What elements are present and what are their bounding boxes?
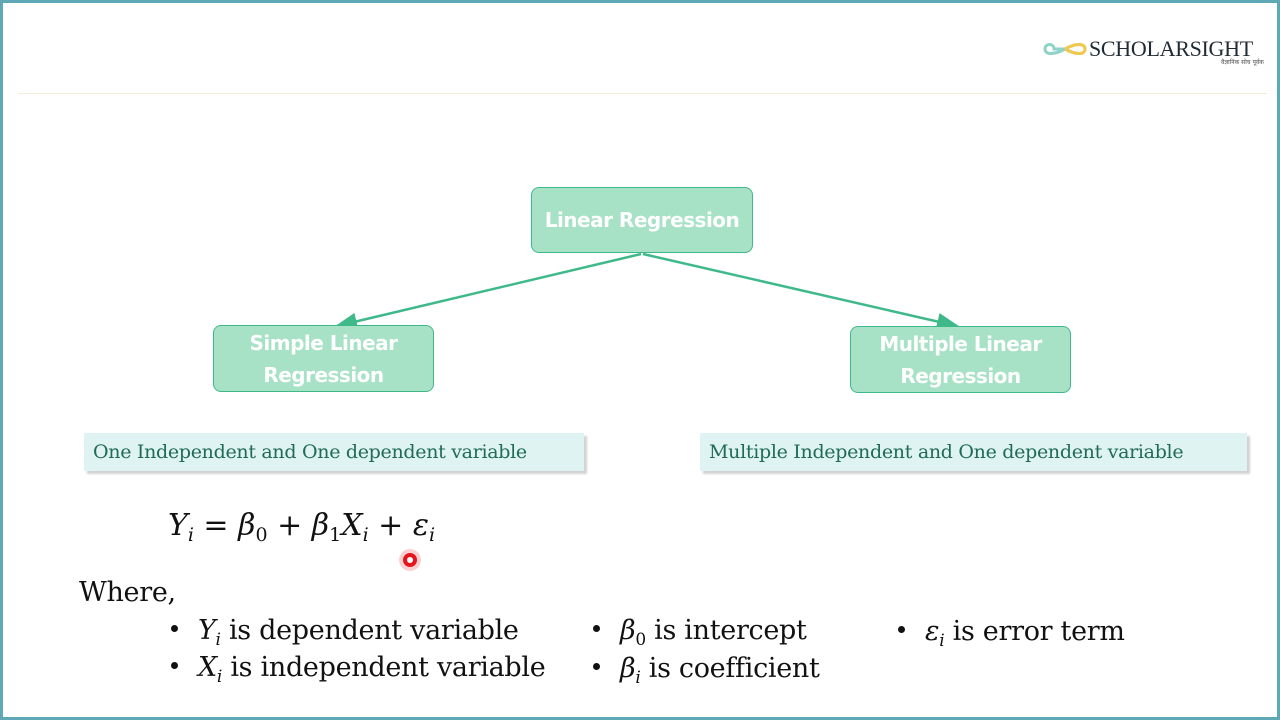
definition-betai: βi is coefficient	[593, 653, 820, 687]
pointer-cursor-icon	[399, 549, 421, 571]
logo-tagline: वैज्ञानिक सोच पूर्वक	[1221, 59, 1264, 66]
node-multiple-label-line1: Multiple Linear	[879, 331, 1042, 356]
simple-regression-description: One Independent and One dependent variab…	[84, 433, 584, 471]
diagram-connectors	[334, 252, 960, 331]
node-simple-label-line2: Regression	[263, 362, 384, 387]
node-multiple-label-line2: Regression	[900, 363, 1021, 388]
infinity-logo-icon	[1043, 43, 1087, 55]
bullet-dot	[593, 625, 600, 632]
node-simple-label-line1: Simple Linear	[249, 330, 398, 355]
bullet-dot	[593, 663, 600, 670]
definition-xi: Xi is independent variable	[171, 652, 546, 686]
definition-epsilon: εi is error term	[898, 616, 1125, 650]
scholarsight-logo: SCHOLARSIGHT वैज्ञानिक सोच पूर्वक	[1043, 33, 1273, 73]
node-linear-regression-label: Linear Regression	[544, 208, 740, 232]
multiple-regression-description: Multiple Independent and One dependent v…	[700, 433, 1247, 471]
bullet-dot	[171, 662, 178, 669]
arrow-to-multiple	[642, 252, 960, 331]
bullet-dot	[171, 625, 178, 632]
definition-yi: Yi is dependent variable	[171, 615, 519, 649]
logo-brand-text: SCHOLARSIGHT	[1089, 36, 1253, 61]
node-simple-linear-regression: Simple Linear Regression	[213, 325, 434, 392]
node-multiple-linear-regression: Multiple Linear Regression	[850, 326, 1071, 393]
definition-beta0: β0 is intercept	[593, 615, 807, 649]
bullet-dot	[898, 626, 905, 633]
header-divider	[19, 93, 1267, 94]
where-label: Where,	[79, 577, 176, 608]
node-linear-regression: Linear Regression	[531, 187, 753, 253]
regression-equation: Yi = β0 + β1Xi + εi	[168, 508, 436, 546]
arrow-to-simple	[334, 252, 642, 330]
